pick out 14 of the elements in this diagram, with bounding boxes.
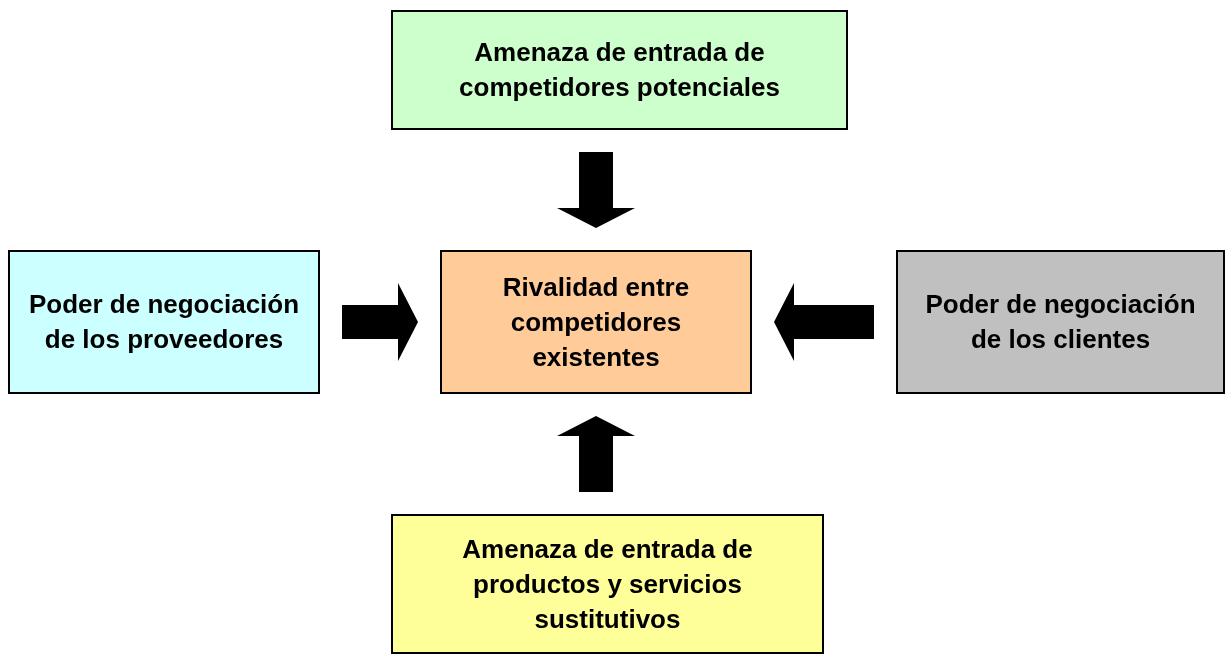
box-label: Amenaza de entrada de competidores potenciales <box>458 36 781 104</box>
block-arrow <box>557 152 635 228</box>
force-box <box>440 250 752 394</box>
force-box <box>391 514 824 654</box>
box-label: Poder de negociación de los clientes <box>924 288 1197 356</box>
force-box <box>8 250 320 394</box>
force-box <box>391 10 848 130</box>
box-label: Poder de negociación de los proveedores <box>27 288 301 356</box>
block-arrow <box>774 283 874 361</box>
force-box <box>896 250 1225 394</box>
block-arrow <box>557 416 635 492</box>
block-arrow <box>342 283 418 361</box>
box-label: Amenaza de entrada de productos y servicios sustitutivos <box>461 532 754 636</box>
box-label: Rivalidad entre competidores existentes <box>501 270 691 374</box>
